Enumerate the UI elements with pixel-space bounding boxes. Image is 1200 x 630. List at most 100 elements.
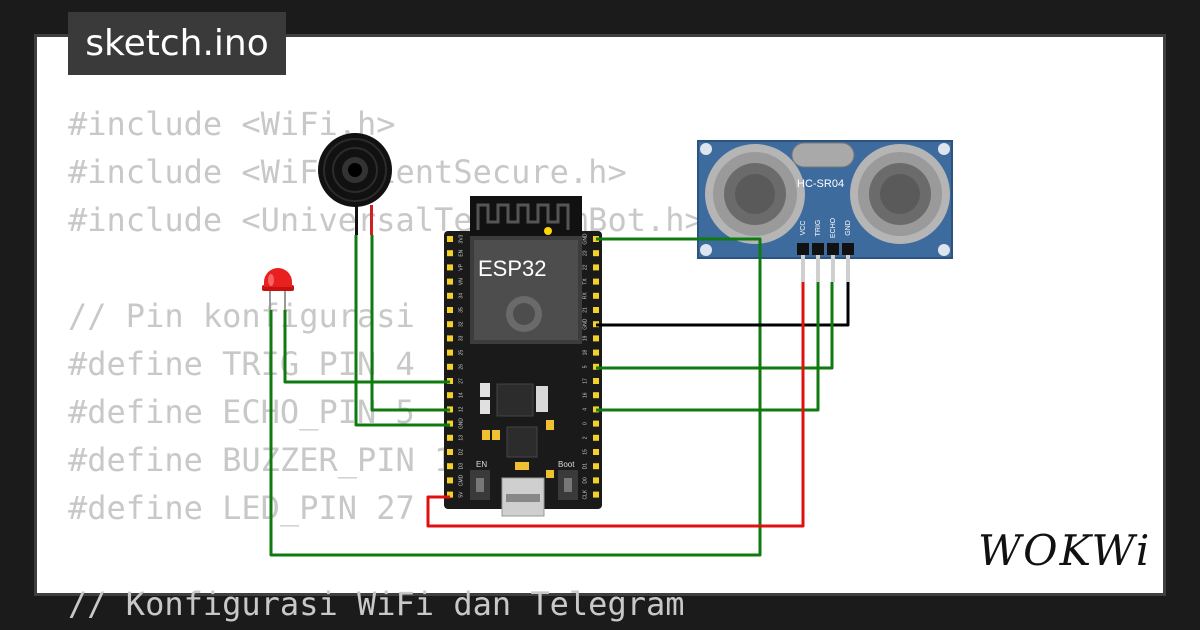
code-line: #define LED_PIN 27 [68, 489, 415, 527]
pin-pad[interactable] [447, 250, 453, 257]
pin-pad[interactable] [447, 363, 453, 370]
sensor-pin-socket [842, 243, 854, 255]
wire-led[interactable] [283, 310, 450, 384]
pin-label: EN [458, 249, 464, 256]
pin-label: CLK [582, 489, 588, 499]
pin-pad[interactable] [447, 392, 453, 399]
code-line: #define BUZZER_PIN 14 [68, 441, 473, 479]
pin-pad[interactable] [593, 449, 599, 455]
buzzer[interactable] [318, 133, 392, 235]
pin-label: 25 [458, 350, 464, 356]
pin-label: RX [582, 292, 588, 300]
pin-label: 22 [582, 264, 588, 270]
en-button-label: EN [476, 460, 487, 469]
pin-label: CMD [458, 474, 464, 486]
pin-pad[interactable] [447, 278, 453, 285]
sensor-pin-socket [827, 243, 839, 255]
pin-label: 23 [582, 250, 588, 256]
pin-label: 5 [582, 365, 588, 368]
sensor-pin-leg[interactable] [831, 255, 835, 282]
pin-pad[interactable] [593, 250, 599, 257]
pin-pad[interactable] [447, 321, 453, 328]
sensor-pin-socket [812, 243, 824, 255]
sensor-label: HC-SR04 [797, 178, 844, 190]
sensor-pin-leg[interactable] [801, 255, 805, 282]
pin-pad[interactable] [447, 307, 453, 313]
pin-pad[interactable] [593, 434, 599, 441]
pin-label: 14 [458, 392, 464, 398]
pin-label: 15 [582, 449, 588, 455]
sensor-pin-header: VCC TRIG ECHO GND [797, 217, 854, 282]
pin-pad[interactable] [593, 264, 599, 271]
pin-label: VN [458, 278, 464, 285]
pin-pad[interactable] [593, 477, 599, 484]
wire-vcc[interactable] [426, 282, 805, 528]
red-led[interactable] [262, 268, 294, 310]
pin-pad[interactable] [447, 292, 453, 299]
pin-pad[interactable] [593, 349, 599, 356]
pin-pad[interactable] [593, 307, 599, 313]
sensor-pin-label: GND [845, 220, 852, 236]
pin-pad[interactable] [447, 477, 453, 484]
pin-pad[interactable] [593, 335, 599, 342]
pin-label: 16 [582, 392, 588, 398]
pin-label: 4 [582, 408, 588, 411]
pin-label: D0 [582, 477, 588, 484]
pin-pad[interactable] [447, 449, 453, 455]
esp32-board[interactable]: ESP32 EN Boot 3V3ENVPVN34353233252627141… [444, 196, 602, 517]
wire-trig[interactable] [596, 282, 820, 412]
file-title: sketch.ino [68, 12, 286, 75]
sensor-pin-label: TRIG [815, 220, 822, 237]
pin-pad[interactable] [593, 292, 599, 299]
pin-label: 12 [458, 406, 464, 412]
sensor-pin-leg[interactable] [846, 255, 850, 282]
sensor-pin-socket [797, 243, 809, 255]
wire-echo[interactable] [596, 282, 834, 370]
pin-label: 26 [458, 364, 464, 370]
pin-pad[interactable] [593, 392, 599, 399]
code-line: #define ECHO_PIN 5 [68, 393, 415, 431]
pin-label: 5V [458, 491, 464, 498]
pin-label: GND [458, 418, 464, 430]
pin-pad[interactable] [593, 278, 599, 285]
code-line: #define TRIG_PIN 4 [68, 345, 415, 383]
pin-label: 18 [582, 350, 588, 356]
code-line: // Pin konfigurasi [68, 297, 415, 335]
pin-pad[interactable] [447, 349, 453, 356]
board-label: ESP32 [478, 256, 547, 281]
pin-pad[interactable] [447, 236, 453, 242]
wire-gnd-black[interactable] [596, 282, 850, 327]
pin-pad[interactable] [593, 491, 599, 498]
boot-button-label: Boot [558, 460, 575, 469]
pin-pad[interactable] [593, 378, 599, 384]
pin-label: 17 [582, 378, 588, 384]
pin-pad[interactable] [447, 264, 453, 271]
pin-label: 21 [582, 307, 588, 313]
wire-buzzer-2[interactable] [370, 235, 450, 412]
pin-label: GND [582, 318, 588, 330]
sensor-pin-leg[interactable] [816, 255, 820, 282]
wire-gnd-sensor[interactable] [269, 237, 762, 557]
code-listing: #include <WiFi.h>#include <WiFiClientSec… [68, 100, 704, 628]
ultrasonic-sensor[interactable]: HC-SR04 VCC TRIG ECHO GND [697, 140, 953, 282]
pin-pad[interactable] [593, 463, 599, 470]
pin-label: 33 [458, 335, 464, 341]
code-line: // Konfigurasi WiFi dan Telegram [68, 585, 685, 623]
sensor-pin-label: ECHO [830, 217, 837, 238]
pin-label: D1 [582, 463, 588, 470]
pin-pad[interactable] [447, 434, 453, 441]
code-line: #include <WiFiClientSecure.h> [68, 153, 627, 191]
pin-label: 35 [458, 307, 464, 313]
pin-label: 19 [582, 335, 588, 341]
pin-pad[interactable] [447, 491, 453, 498]
sensor-pin-label: VCC [800, 221, 807, 236]
pin-label: GND [582, 233, 588, 245]
pin-pad[interactable] [593, 420, 599, 427]
pin-pad[interactable] [447, 335, 453, 342]
pin-label: 3V3 [458, 234, 464, 243]
pin-label: VP [458, 263, 464, 270]
pin-label: 27 [458, 378, 464, 384]
wire-buzzer[interactable] [354, 235, 450, 427]
pin-pad[interactable] [447, 463, 453, 470]
